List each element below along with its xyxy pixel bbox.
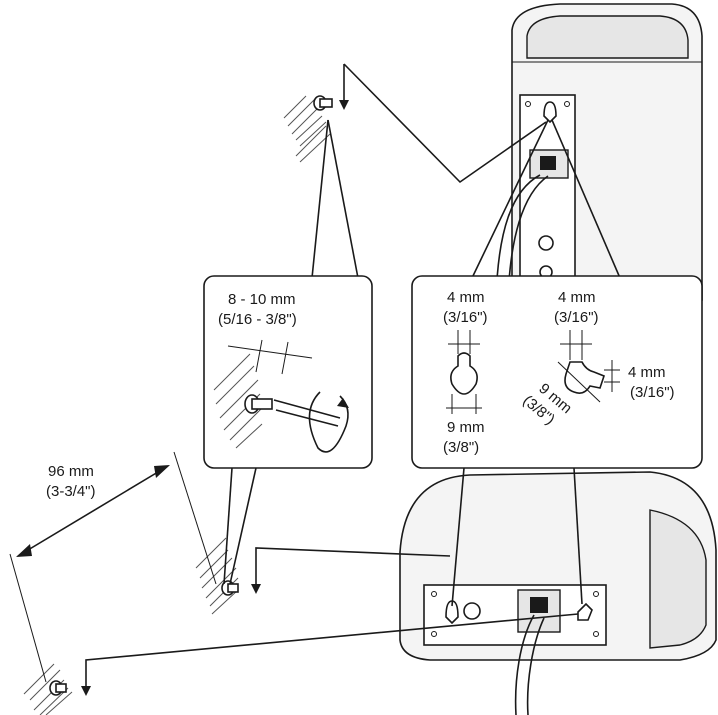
hole-height-mm: 9 mm	[447, 419, 485, 436]
hole-width-in: (3/16")	[443, 309, 488, 326]
keyhole-dimensions-callout: 4 mm (3/16") 9 mm (3/8") 4 mm (3/16") 4 …	[411, 275, 703, 469]
angled-width-mm: 4 mm	[558, 289, 596, 306]
screw-length-mm: 8 - 10 mm	[228, 291, 296, 308]
spacing-in: (3-3/4")	[46, 483, 96, 500]
hole-height-in: (3/8")	[443, 439, 479, 456]
angled-side-in: (3/16")	[630, 384, 675, 401]
wall-screw-bottom	[23, 663, 73, 715]
angled-side-mm: 4 mm	[628, 364, 666, 381]
spacing-dimension: 96 mm (3-3/4")	[9, 451, 217, 683]
screw-length-callout: 8 - 10 mm (5/16 - 3/8")	[203, 275, 373, 469]
wall-screw-middle	[195, 537, 239, 615]
hole-width-mm: 4 mm	[447, 289, 485, 306]
angled-width-in: (3/16")	[554, 309, 599, 326]
wide-speaker	[399, 471, 717, 661]
spacing-mm: 96 mm	[48, 463, 94, 480]
screw-length-in: (5/16 - 3/8")	[218, 311, 297, 328]
wall-screw-top	[283, 95, 333, 163]
tall-speaker	[511, 3, 703, 301]
